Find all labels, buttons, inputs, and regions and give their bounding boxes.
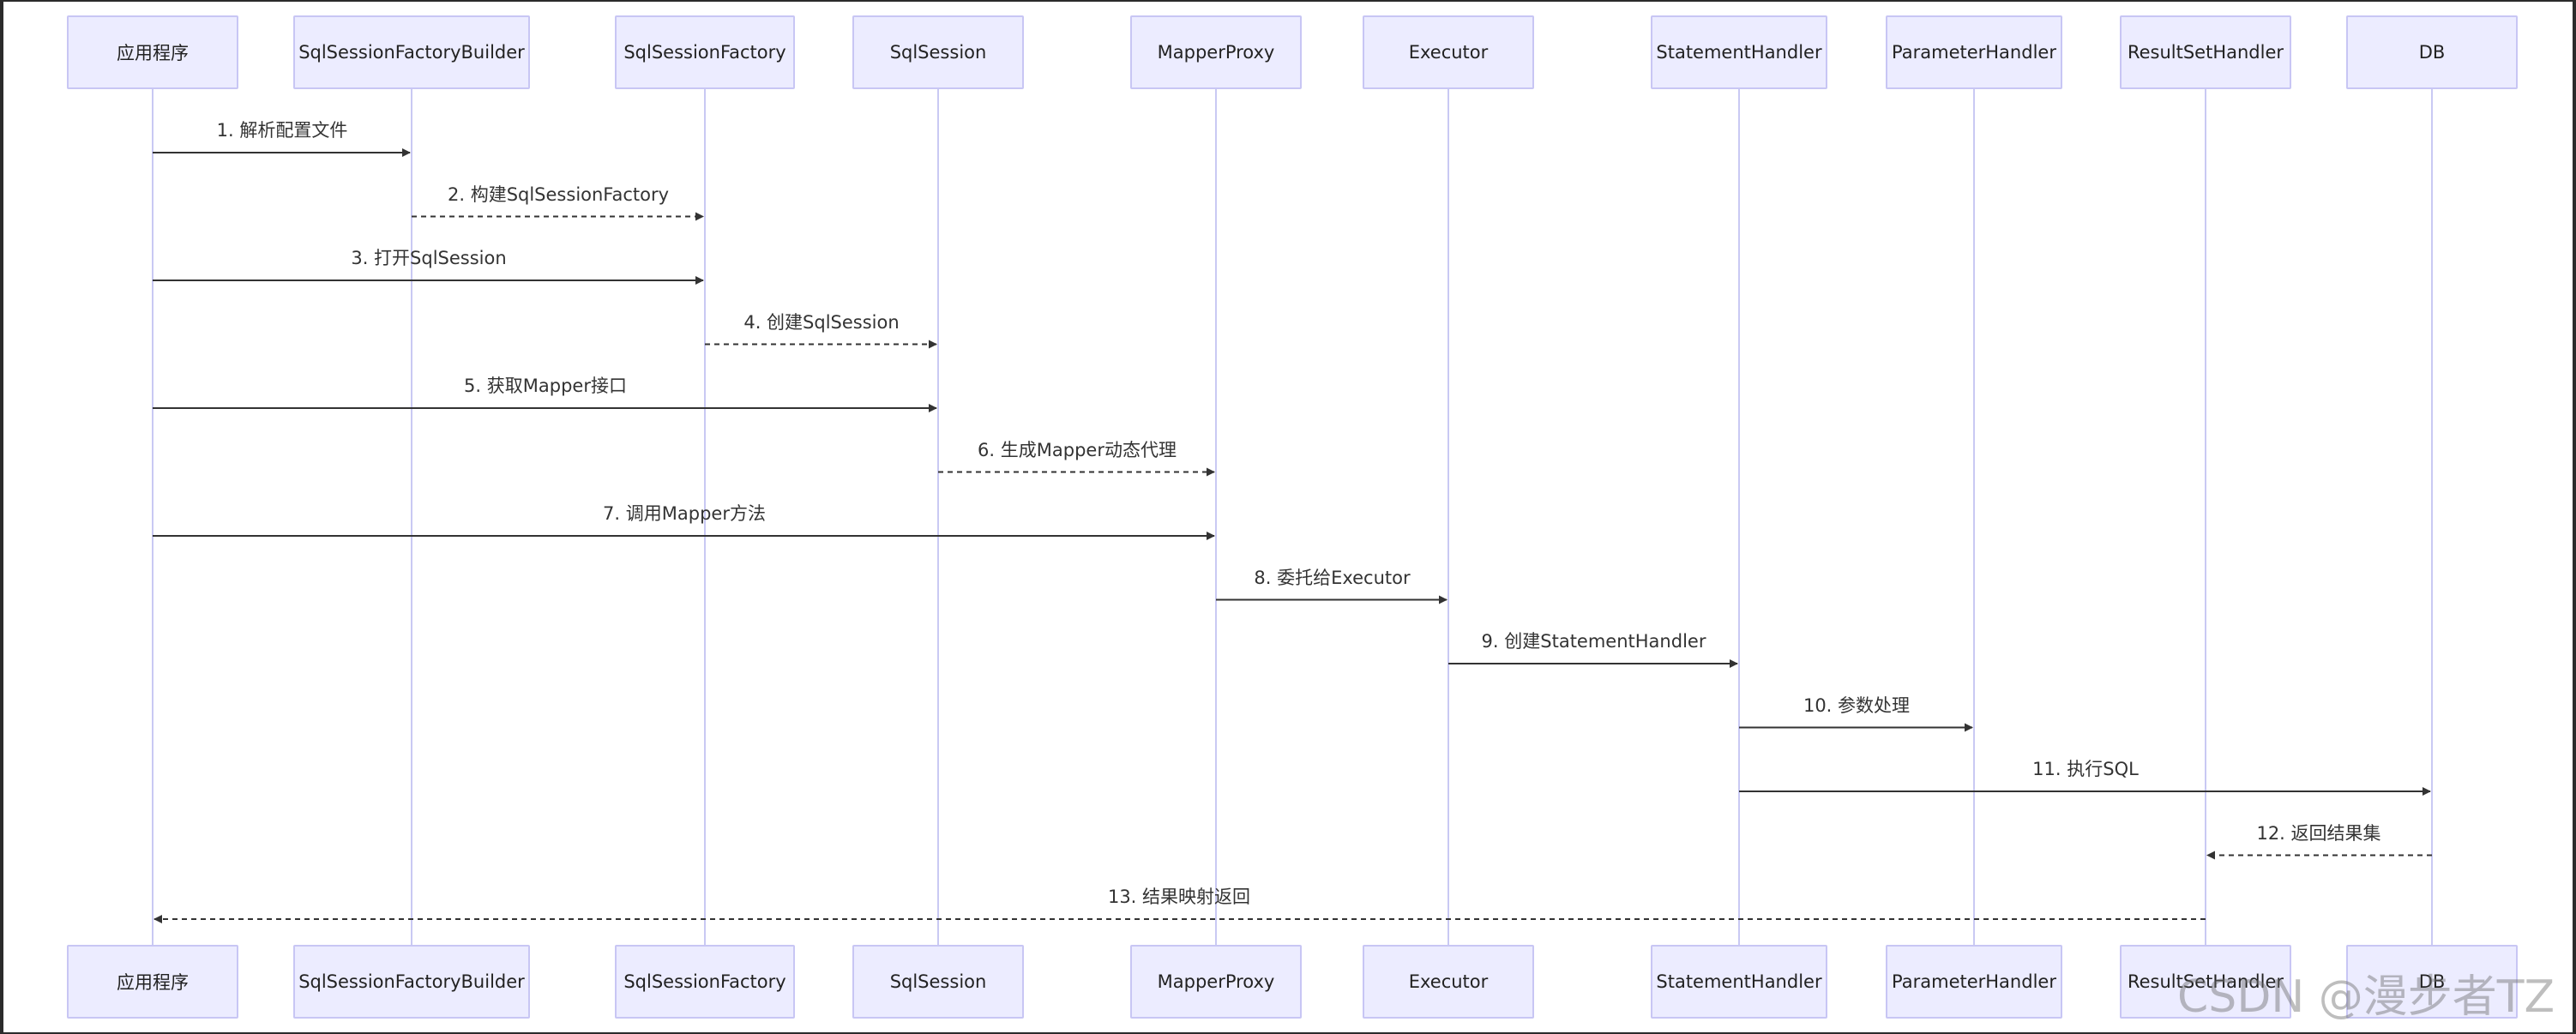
message-label-12: 12. 返回结果集 xyxy=(2256,822,2381,844)
participant-result-top: ResultSetHandler xyxy=(2120,15,2291,89)
lifeline-executor xyxy=(1447,86,1449,945)
lifeline-factory xyxy=(704,86,706,945)
lifeline-param xyxy=(1973,86,1975,945)
participant-proxy-top: MapperProxy xyxy=(1130,15,1302,89)
participant-factory-top: SqlSessionFactory xyxy=(615,15,795,89)
message-arrows xyxy=(153,148,2432,923)
message-label-1: 1. 解析配置文件 xyxy=(216,120,348,141)
message-label-11: 11. 执行SQL xyxy=(2032,759,2139,779)
lifeline-session xyxy=(937,86,939,945)
participant-executor-bottom: Executor xyxy=(1363,945,1534,1019)
participant-stmt-top: StatementHandler xyxy=(1651,15,1827,89)
lifeline-result xyxy=(2205,86,2206,945)
lifeline-builder xyxy=(411,86,412,945)
message-label-2: 2. 构建SqlSessionFactory xyxy=(447,183,670,205)
participant-factory-bottom: SqlSessionFactory xyxy=(615,945,795,1019)
csdn-watermark: CSDN @漫步者TZ xyxy=(2177,971,2555,1023)
message-label-5: 5. 获取Mapper接口 xyxy=(464,376,627,396)
participant-result-bottom: ResultSetHandler xyxy=(2120,945,2291,1019)
participant-stmt-bottom: StatementHandler xyxy=(1651,945,1827,1019)
lifeline-proxy xyxy=(1215,86,1217,945)
lifeline-db xyxy=(2431,86,2433,945)
participant-param-top: ParameterHandler xyxy=(1886,15,2062,89)
participant-session-top: SqlSession xyxy=(852,15,1024,89)
participant-param-bottom: ParameterHandler xyxy=(1886,945,2062,1019)
participant-db-bottom: DB xyxy=(2346,945,2518,1019)
message-label-13: 13. 结果映射返回 xyxy=(1107,887,1251,907)
message-label-4: 4. 创建SqlSession xyxy=(743,311,900,333)
message-label-9: 9. 创建StatementHandler xyxy=(1481,631,1706,652)
participant-executor-top: Executor xyxy=(1363,15,1534,89)
message-label-3: 3. 打开SqlSession xyxy=(351,248,507,268)
message-label-6: 6. 生成Mapper动态代理 xyxy=(978,439,1177,460)
participant-builder-top: SqlSessionFactoryBuilder xyxy=(293,15,530,89)
participant-builder-bottom: SqlSessionFactoryBuilder xyxy=(293,945,530,1019)
participant-db-top: DB xyxy=(2346,15,2518,89)
participant-app-bottom: 应用程序 xyxy=(67,945,238,1019)
lifeline-app xyxy=(152,86,153,945)
message-label-7: 7. 调用Mapper方法 xyxy=(603,503,766,524)
participant-app-top: 应用程序 xyxy=(67,15,238,89)
message-label-10: 10. 参数处理 xyxy=(1803,694,1911,716)
participant-proxy-bottom: MapperProxy xyxy=(1130,945,1302,1019)
lifeline-stmt xyxy=(1738,86,1740,945)
participant-session-bottom: SqlSession xyxy=(852,945,1024,1019)
message-label-8: 8. 委托给Executor xyxy=(1254,567,1411,588)
